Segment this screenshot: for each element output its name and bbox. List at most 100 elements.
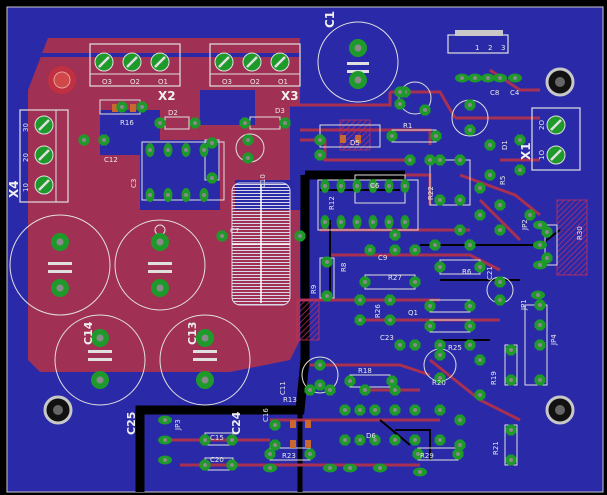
pin-label: 2O — [538, 120, 546, 130]
label-c23: C23 — [380, 334, 394, 342]
label-c16: C16 — [262, 408, 270, 422]
pin-label: 10 — [22, 183, 30, 192]
pad — [505, 454, 517, 466]
pad — [336, 215, 346, 229]
label-x2: X2 — [158, 89, 176, 103]
pad — [339, 404, 351, 416]
pad — [354, 404, 366, 416]
pad — [464, 300, 476, 312]
keepout-area — [556, 199, 588, 276]
label-jp2: JP2 — [521, 219, 529, 231]
pin-label: O1 — [278, 78, 288, 86]
pad — [279, 117, 291, 129]
pad — [314, 149, 326, 161]
pad — [294, 230, 306, 242]
pad — [454, 194, 466, 206]
pad — [493, 73, 507, 83]
label-d3: D3 — [275, 107, 285, 115]
label-r26: R26 — [374, 304, 382, 318]
terminal-pad — [34, 145, 54, 165]
pad — [474, 389, 486, 401]
pad — [359, 384, 371, 396]
pin-label: 1 — [475, 44, 479, 52]
pad — [419, 104, 431, 116]
pad — [505, 374, 517, 386]
label-r22: R22 — [427, 186, 435, 200]
label-c10: C10 — [259, 174, 267, 188]
pad — [226, 434, 238, 446]
pad — [454, 154, 466, 166]
label-c14: C14 — [82, 321, 95, 345]
pad — [145, 143, 155, 157]
label-r12: R12 — [328, 196, 336, 210]
label-q1: Q1 — [408, 309, 418, 317]
pad — [314, 134, 326, 146]
label-c6: C6 — [370, 182, 380, 190]
label-r6: R6 — [462, 268, 472, 276]
label-x1: X1 — [519, 142, 533, 160]
pad — [116, 101, 128, 113]
pin-label: 30 — [22, 123, 30, 132]
pad — [364, 244, 376, 256]
pad — [484, 169, 496, 181]
pad — [389, 404, 401, 416]
pad — [534, 339, 546, 351]
label-x4: X4 — [7, 180, 21, 198]
pin-label: O2 — [250, 78, 260, 86]
pad — [434, 349, 446, 361]
pad — [226, 459, 238, 471]
label-c8: C8 — [490, 89, 499, 97]
pad — [394, 339, 406, 351]
pad — [424, 300, 436, 312]
pad — [242, 152, 254, 164]
pad — [400, 215, 410, 229]
pad — [424, 320, 436, 332]
pad — [352, 215, 362, 229]
terminal-pad — [122, 52, 142, 72]
pad — [505, 424, 517, 436]
pad — [368, 215, 378, 229]
pad — [181, 143, 191, 157]
pad — [494, 276, 506, 288]
pad — [434, 404, 446, 416]
label-c21: C21 — [486, 266, 494, 280]
pad — [98, 134, 110, 146]
pad — [389, 434, 401, 446]
pad — [386, 375, 398, 387]
pad — [304, 384, 316, 396]
pad — [541, 226, 553, 238]
label-r21: R21 — [492, 441, 500, 455]
pad — [343, 463, 357, 473]
label-r13: R13 — [283, 396, 297, 404]
terminal-pin-labels: O3 O2 O1 O3 O2 O1 30 20 10 2O 1O 1 2 3 — [22, 44, 546, 192]
label-d1: D1 — [501, 140, 509, 150]
label-c15: C15 — [210, 434, 224, 442]
pad — [484, 139, 496, 151]
pad — [409, 339, 421, 351]
pad — [349, 71, 367, 89]
pad — [434, 372, 446, 384]
terminal-pad — [270, 52, 290, 72]
terminal-pad — [242, 52, 262, 72]
pad — [91, 371, 109, 389]
terminal-pad — [546, 115, 566, 135]
pad — [242, 134, 254, 146]
label-jp3: JP3 — [174, 419, 182, 431]
pad — [534, 374, 546, 386]
pad — [454, 224, 466, 236]
pad — [494, 294, 506, 306]
pad — [481, 73, 495, 83]
keepout-area — [296, 299, 320, 341]
label-r9: R9 — [310, 285, 318, 294]
pin-label: 1O — [538, 150, 546, 160]
pad — [531, 290, 545, 300]
pad — [494, 199, 506, 211]
pad — [324, 384, 336, 396]
pads-layer — [34, 39, 566, 477]
pad — [389, 229, 401, 241]
pad — [354, 294, 366, 306]
label-jp1: JP1 — [520, 299, 528, 311]
pad — [196, 371, 214, 389]
pad — [91, 329, 109, 347]
